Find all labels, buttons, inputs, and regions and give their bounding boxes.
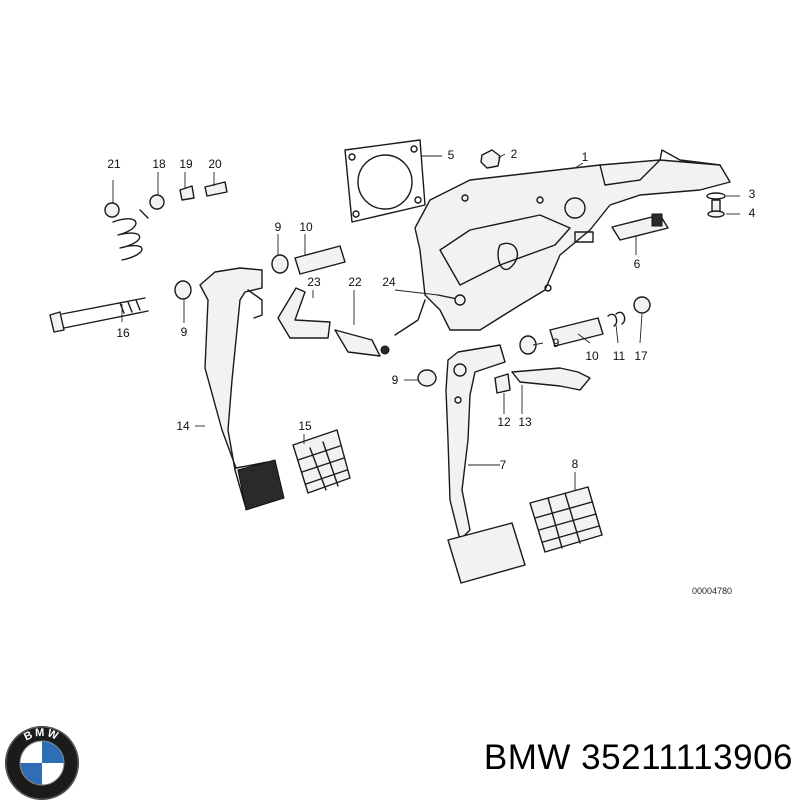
- callout-18: 18: [152, 157, 166, 171]
- long-bolt-part-16: [49, 297, 149, 333]
- switch-bracket-parts-22-23: [277, 287, 390, 357]
- callout-5: 5: [448, 148, 455, 162]
- callout-6: 6: [634, 257, 641, 271]
- callout-9-clutch-bushing: 9: [181, 325, 188, 339]
- caption-brand: BMW: [483, 738, 571, 777]
- pedal-bracket-part: [394, 149, 731, 336]
- callout-19: 19: [179, 157, 193, 171]
- callout-9-right-bushing: 9: [553, 336, 560, 350]
- callout-13: 13: [518, 415, 532, 429]
- washer-bolt-parts-3-4: [706, 192, 726, 218]
- bushings-sleeves-parts: [174, 245, 651, 387]
- bmw-roundel-logo: BMW: [5, 726, 79, 800]
- callout-labels: 1 2 3 4 5 6 7 8 9 9 9 9 10 10 11 12 13 1…: [107, 147, 755, 596]
- callout-12: 12: [497, 415, 511, 429]
- callout-14: 14: [176, 419, 190, 433]
- brake-pad-part-8: [529, 486, 603, 553]
- gasket-plate-part: [344, 139, 426, 223]
- callout-22: 22: [348, 275, 362, 289]
- callout-15: 15: [298, 419, 312, 433]
- part-caption: BMW 35211113906: [408, 738, 793, 778]
- bmw-logo-letters: BMW: [22, 727, 59, 744]
- callout-8: 8: [572, 457, 579, 471]
- callout-17: 17: [634, 349, 648, 363]
- callout-10-right-sleeve: 10: [585, 349, 599, 363]
- svg-text:BMW: BMW: [22, 727, 61, 744]
- callout-23: 23: [307, 275, 321, 289]
- callout-4: 4: [749, 206, 756, 220]
- callout-16: 16: [116, 326, 130, 340]
- callout-10-upper-sleeve: 10: [299, 220, 313, 234]
- callout-21: 21: [107, 157, 121, 171]
- brake-pedal-part-7: [445, 344, 526, 584]
- callout-7: 7: [500, 458, 507, 472]
- callout-3: 3: [749, 187, 756, 201]
- stud-part-24: [437, 294, 466, 306]
- pushrod-parts-12-13: [494, 367, 591, 394]
- callout-24: 24: [382, 275, 396, 289]
- spring-assembly-part: [104, 181, 228, 261]
- callout-1: 1: [582, 150, 589, 164]
- leader-lines: [112, 153, 740, 490]
- switch-part-6: [611, 213, 669, 241]
- nut-part-2: [480, 149, 501, 169]
- callout-2: 2: [511, 147, 518, 161]
- callout-11: 11: [613, 349, 626, 363]
- caption-part-number: 35211113906: [581, 738, 793, 777]
- clutch-pedal-part-14: [199, 267, 285, 511]
- callout-9-brake-bushing: 9: [392, 373, 399, 387]
- callout-20: 20: [208, 157, 222, 171]
- diagram-reference-code: 00004780: [692, 586, 732, 596]
- callout-9-upper-bushing: 9: [275, 220, 282, 234]
- clutch-pad-part-15: [292, 429, 351, 494]
